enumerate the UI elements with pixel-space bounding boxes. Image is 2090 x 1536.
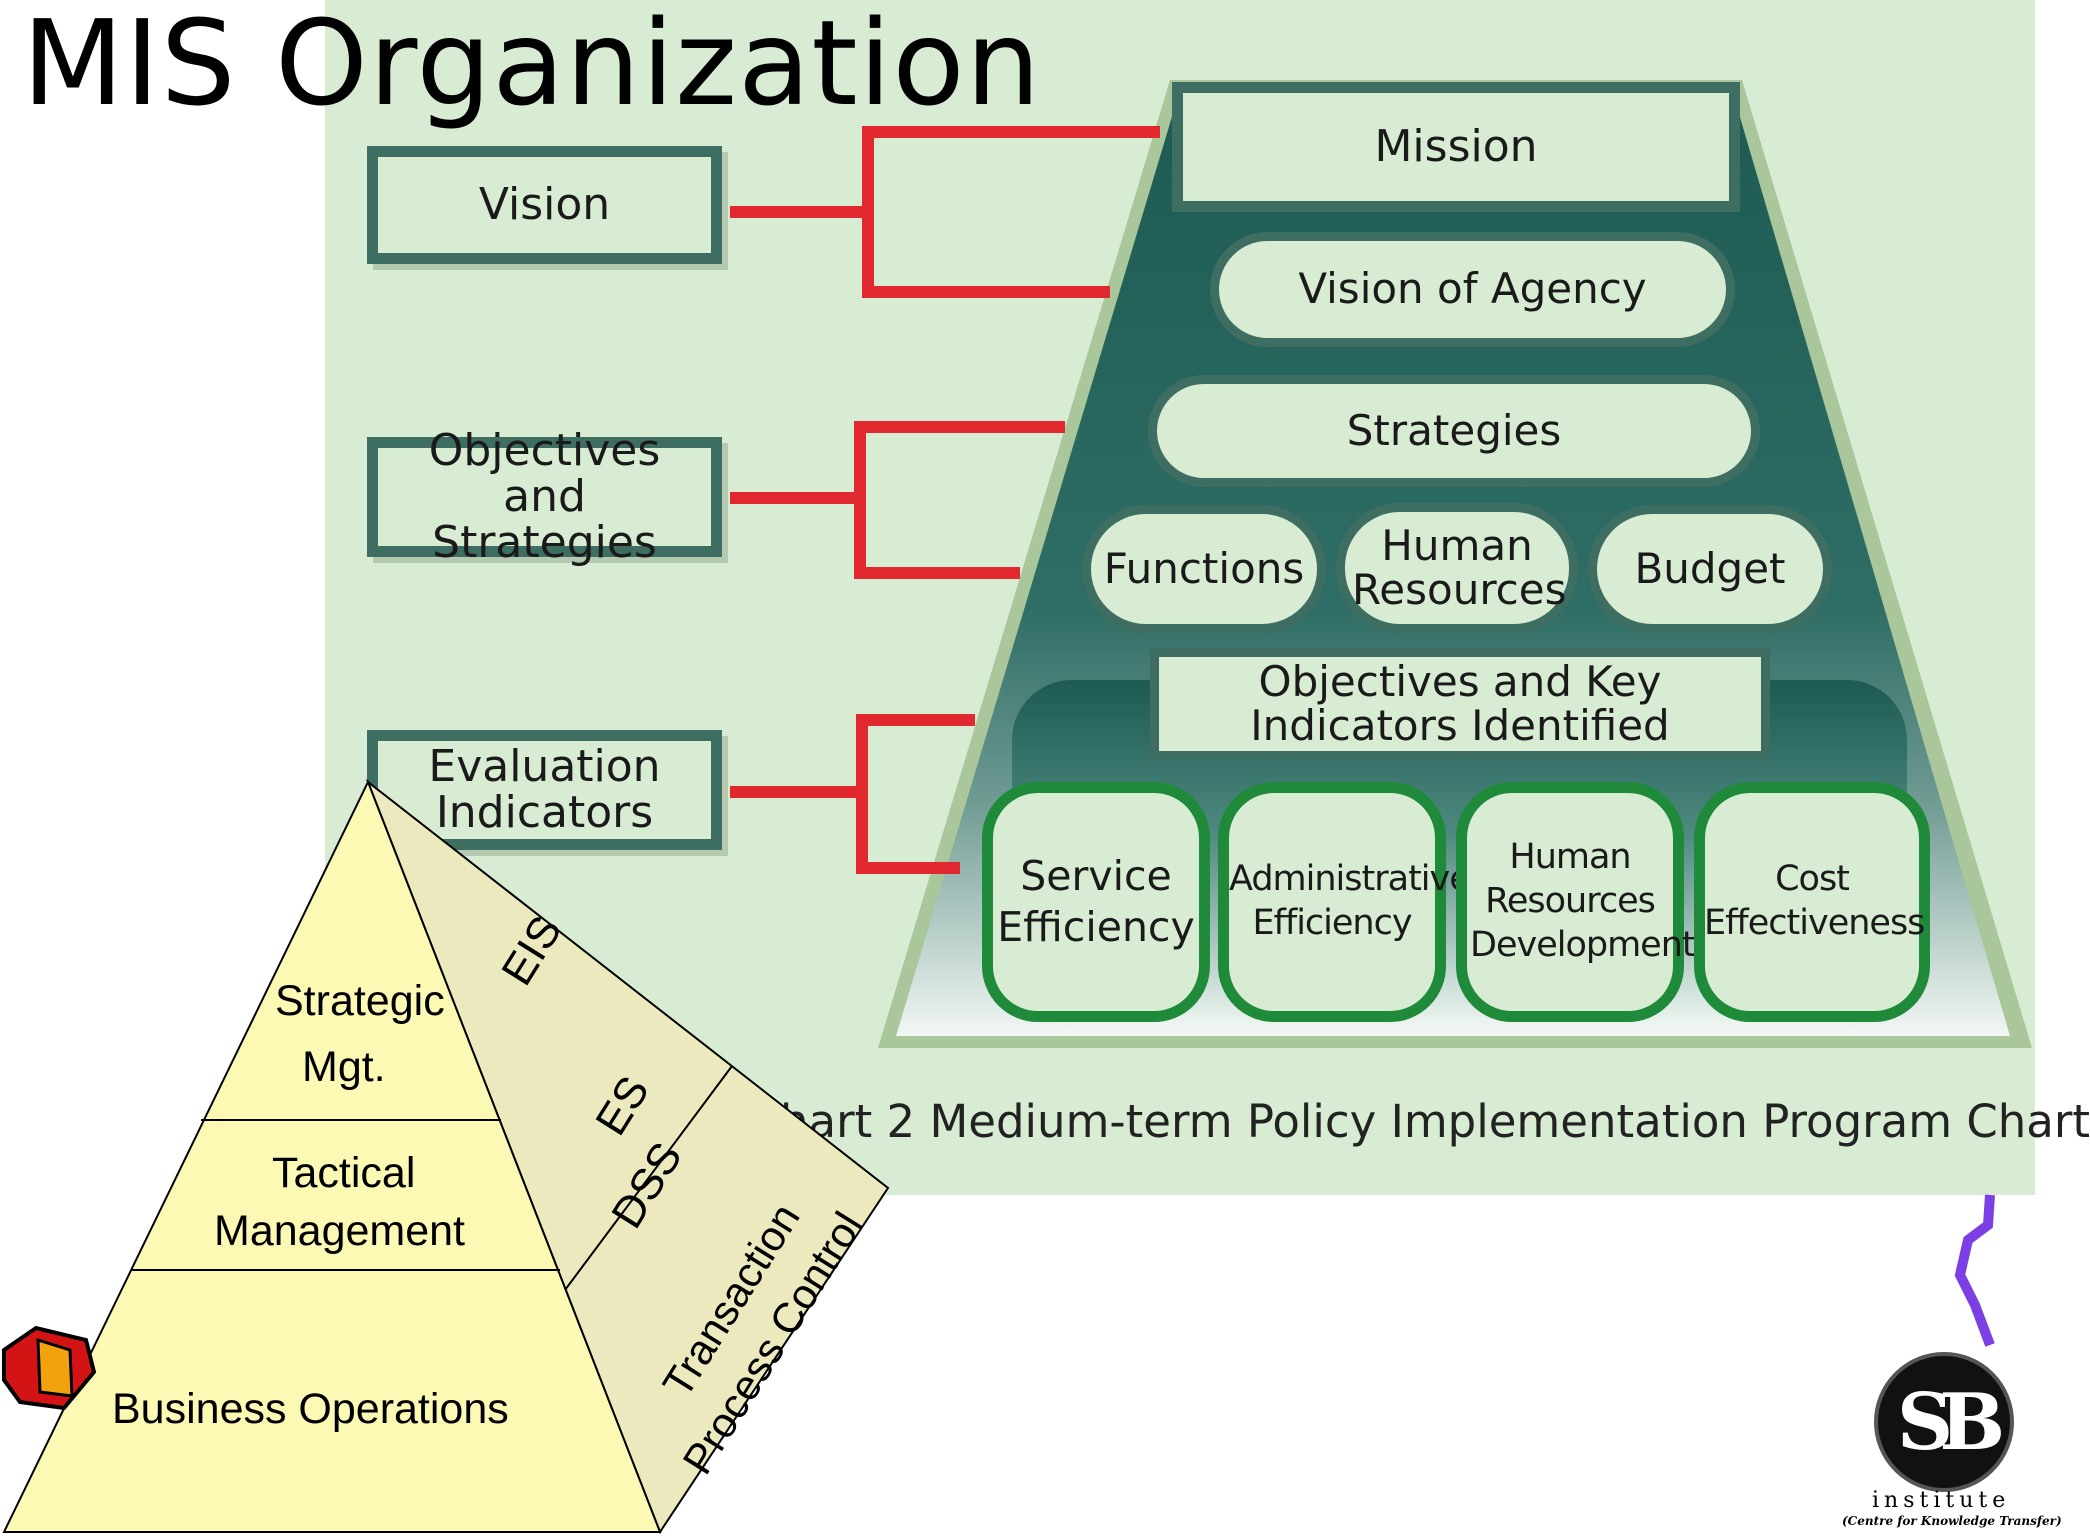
pyramid-front-face xyxy=(2,779,662,1533)
pencil-icon xyxy=(2,1325,97,1411)
budget-pill: Budget xyxy=(1588,505,1832,633)
vision-connector xyxy=(730,126,1160,298)
cost-effectiveness-card: Cost Effectiveness xyxy=(1694,782,1930,1022)
evaluation-connector xyxy=(730,714,975,874)
evaluation-indicators-label: Evaluation Indicators xyxy=(428,740,661,838)
objectives-key-indicators-box: Objectives and Key Indicators Identified xyxy=(1150,648,1770,760)
pyramid-side-divider xyxy=(564,1065,733,1291)
pyramid-level-tactical: Tactical xyxy=(272,1149,416,1197)
service-efficiency-card: Service Efficiency xyxy=(982,782,1210,1022)
pyramid-level-management: Management xyxy=(214,1207,465,1255)
pyramid-level-business-operations: Business Operations xyxy=(112,1385,509,1433)
pyramid-level-mgt: Mgt. xyxy=(302,1043,386,1091)
human-resources-development-label: Human Resources Development xyxy=(1470,837,1696,965)
functions-pill: Functions xyxy=(1082,505,1326,633)
mission-box: Mission xyxy=(1172,82,1740,212)
vision-label: Vision xyxy=(478,178,611,230)
pyramid-level-strategic: Strategic xyxy=(275,977,445,1025)
mis-pyramid-graphic xyxy=(2,778,890,1535)
logo-mark: SB xyxy=(1896,1376,2005,1468)
human-resources-label: Human Resources xyxy=(1352,520,1567,614)
budget-label: Budget xyxy=(1634,543,1786,593)
strategies-pill: Strategies xyxy=(1148,375,1760,487)
objectives-strategies-box: Objectives and Strategies xyxy=(367,427,722,566)
vision-of-agency-pill: Vision of Agency xyxy=(1210,232,1735,347)
objectives-strategies-label: Objectives and Strategies xyxy=(428,424,661,569)
vision-box: Vision xyxy=(367,146,722,264)
logo-wordmark: institute xyxy=(1872,1488,2011,1513)
administrative-efficiency-card: Administrative Efficiency xyxy=(1218,782,1471,1022)
institute-logo: SB xyxy=(1874,1352,2014,1492)
cost-effectiveness-label: Cost Effectiveness xyxy=(1704,859,1925,943)
human-resources-pill: Human Resources xyxy=(1336,503,1578,633)
service-efficiency-label: Service Efficiency xyxy=(997,851,1195,951)
strategies-label: Strategies xyxy=(1346,405,1562,455)
logo-tagline: (Centre for Knowledge Transfer) xyxy=(1842,1514,2062,1528)
administrative-efficiency-label: Administrative Efficiency xyxy=(1229,859,1471,943)
decorative-squiggle xyxy=(1954,1194,1995,1347)
functions-label: Functions xyxy=(1103,543,1305,593)
objectives-connector xyxy=(730,421,1065,579)
page-title: MIS Organization xyxy=(22,0,1042,132)
mission-label: Mission xyxy=(1374,120,1538,172)
human-resources-development-card: Human Resources Development xyxy=(1456,782,1696,1022)
chart-caption: hart 2 Medium-term Policy Implementation… xyxy=(780,1095,2090,1148)
vision-of-agency-label: Vision of Agency xyxy=(1298,264,1647,314)
objectives-key-indicators-label: Objectives and Key Indicators Identified xyxy=(1250,656,1670,750)
